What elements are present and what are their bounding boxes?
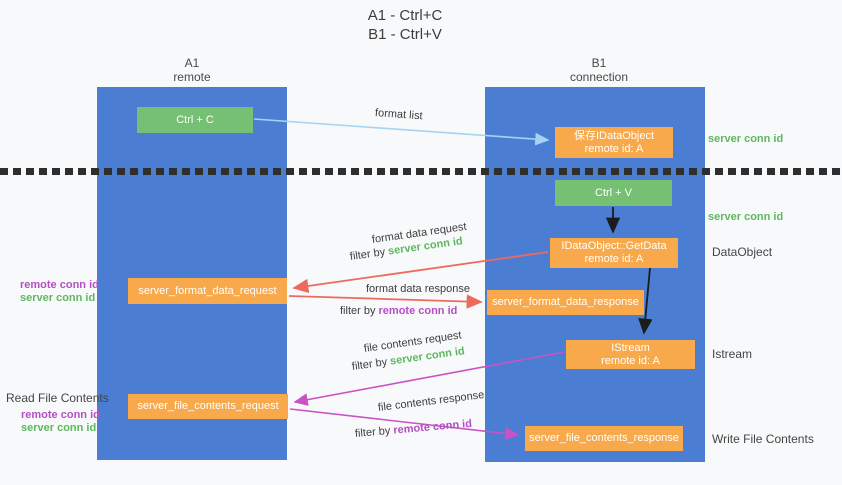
- server-conn-id-left-1: server conn id: [20, 292, 96, 304]
- write-file-contents-label: Write File Contents: [712, 432, 814, 446]
- ctrl-v-node: Ctrl + V: [555, 180, 672, 206]
- save-idataobject-node: 保存IDataObject remote id: A: [555, 127, 673, 158]
- getdata-node: IDataObject::GetData remote id: A: [550, 238, 678, 268]
- ctrl-v-label: Ctrl + V: [595, 186, 632, 199]
- column-a1-subtitle: remote: [173, 70, 211, 84]
- remote-conn-id-text: remote conn id: [392, 417, 473, 437]
- save-idataobject-line2: remote id: A: [584, 142, 644, 155]
- server-file-contents-request-label: server_file_contents_request: [137, 400, 279, 412]
- column-b1-name: B1: [591, 56, 607, 70]
- title-line-1: A1 - Ctrl+C: [367, 7, 443, 24]
- server-format-data-request-node: server_format_data_request: [128, 278, 287, 304]
- save-idataobject-line1: 保存IDataObject: [573, 129, 655, 142]
- filter-by-text: filter by: [351, 355, 391, 373]
- getdata-line2: remote id: A: [584, 253, 644, 265]
- column-b1-subtitle: connection: [569, 70, 629, 84]
- istream-side-label: Istream: [712, 347, 753, 361]
- column-a1-header: A1 remote: [132, 56, 252, 84]
- remote-conn-id-text: remote conn id: [378, 305, 458, 317]
- dashed-separator-line: [0, 168, 842, 175]
- istream-node: IStream remote id: A: [566, 340, 695, 369]
- filter-by-remote-conn-id-label-1: filter by remote conn id: [340, 305, 457, 317]
- server-format-data-response-label: server_format_data_response: [492, 296, 639, 308]
- filter-by-remote-conn-id-label-2: filter by remote conn id: [354, 418, 472, 440]
- filter-by-text: filter by: [349, 245, 389, 263]
- column-a1-name: A1: [184, 56, 200, 70]
- title-line-2: B1 - Ctrl+V: [368, 26, 442, 43]
- remote-conn-id-left-2: remote conn id: [21, 409, 100, 421]
- column-b1-header: B1 connection: [539, 56, 659, 84]
- filter-by-text: filter by: [340, 305, 379, 317]
- server-format-data-response-node: server_format_data_response: [487, 290, 644, 315]
- ctrl-c-label: Ctrl + C: [176, 113, 214, 126]
- ctrl-c-node: Ctrl + C: [137, 107, 253, 133]
- server-conn-id-right-mid: server conn id: [708, 211, 784, 223]
- server-conn-id-right-top: server conn id: [708, 133, 784, 145]
- server-format-data-request-label: server_format_data_request: [138, 284, 277, 297]
- server-file-contents-request-node: server_file_contents_request: [128, 394, 288, 419]
- format-data-response-label: format data response: [366, 283, 470, 295]
- istream-line2: remote id: A: [601, 354, 660, 367]
- server-conn-id-left-2: server conn id: [21, 422, 97, 434]
- getdata-line1: IDataObject::GetData: [561, 240, 667, 252]
- istream-line1: IStream: [611, 341, 650, 354]
- read-file-contents-label: Read File Contents: [6, 391, 109, 405]
- server-file-contents-response-node: server_file_contents_response: [525, 426, 683, 451]
- file-contents-response-label: file contents response: [377, 389, 485, 414]
- format-data-response-arrow: [288, 294, 483, 309]
- filter-by-text: filter by: [354, 424, 394, 440]
- format-list-label: format list: [374, 107, 423, 123]
- dataobject-label: DataObject: [712, 245, 773, 259]
- server-file-contents-response-label: server_file_contents_response: [529, 432, 679, 444]
- remote-conn-id-left-1: remote conn id: [20, 279, 99, 291]
- diagram-title: A1 - Ctrl+C B1 - Ctrl+V: [320, 6, 490, 44]
